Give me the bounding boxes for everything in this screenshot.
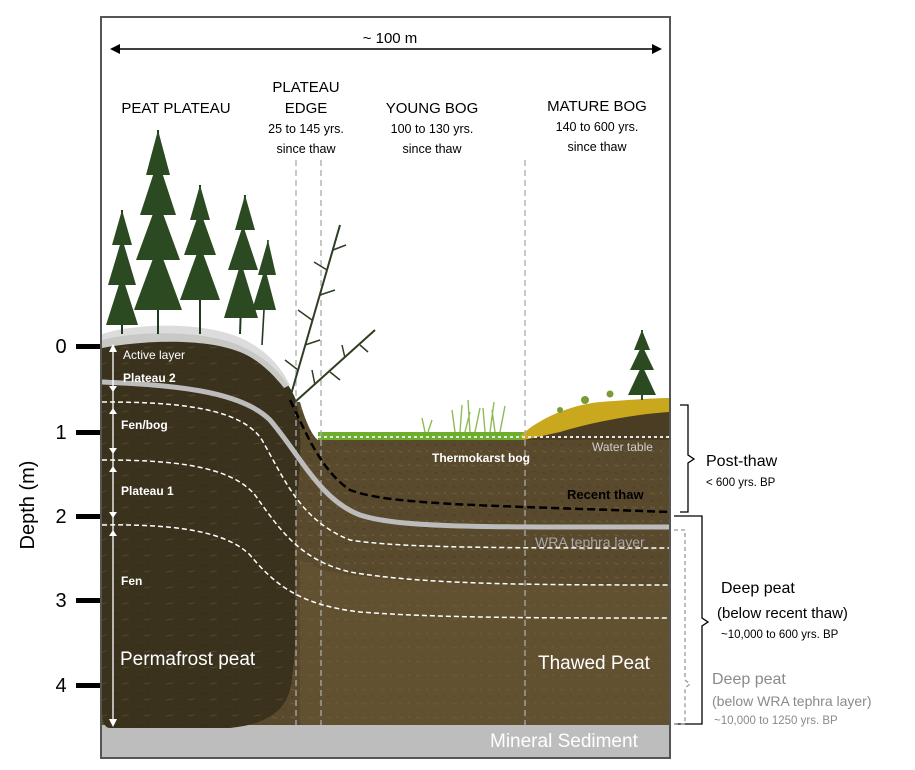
label-plateau-2: Plateau 2 [123,371,176,385]
label-thermokarst-bog: Thermokarst bog [432,451,530,465]
zone-sub-young-bog-1: 100 to 130 yrs. [391,122,474,136]
leaning-tree-branches [284,244,347,371]
spruce-tree [134,130,182,334]
label-active-layer: Active layer [123,348,185,362]
depth-tick [76,514,100,519]
depth-tick [76,430,100,435]
label-mineral-sediment: Mineral Sediment [490,731,639,752]
label-thawed-peat: Thawed Peat [538,653,651,674]
depth-tick-label-3: 3 [55,590,66,612]
spruce-trees-plateau [106,130,276,346]
label-permafrost-peat: Permafrost peat [120,649,256,670]
zone-sub-mature-bog-2: since thaw [567,140,627,154]
zone-title-mature-bog: MATURE BOG [547,98,647,115]
mature-bog-moss [520,398,669,440]
recent-thaw-line [288,399,670,514]
zone-title-young-bog: YOUNG BOG [386,100,479,117]
label-water-table: Water table [592,440,653,454]
bog-grasses [421,399,506,433]
mineral-sediment-layer [102,725,669,757]
note-deep-peat-tephra-title: Deep peat [712,671,786,688]
frost-cap [102,325,290,388]
depth-tick-label-0: 0 [55,336,66,358]
label-wra-tephra: WRA tephra layer [535,534,645,550]
permafrost-peat-texture [102,333,301,728]
deep-thawed-band [300,560,669,725]
wra-tephra-line [101,379,670,530]
note-deep-peat-recent-title: Deep peat [721,580,795,597]
zone-title-plateau-edge-1: PLATEAU [272,79,339,96]
note-deep-peat-tephra-title-2: (below WRA tephra layer) [712,693,872,709]
boundary-fen-top [101,524,670,619]
bracket-deep-peat-tephra [674,529,692,725]
leaning-tree-branches [311,344,369,386]
spruce-tree [180,185,220,334]
leaning-trees-edge [284,224,376,403]
depth-arrow [109,344,117,727]
label-plateau-1: Plateau 1 [121,484,174,498]
spruce-tree [224,194,258,335]
depth-tick-label-2: 2 [55,506,66,528]
bracket-deep-peat-recent [674,515,710,725]
spruce-tree [252,239,276,346]
zone-sub-young-bog-2: since thaw [402,142,462,156]
zone-title-peat-plateau: PEAT PLATEAU [121,100,230,117]
zone-sub-plateau-edge-2: since thaw [276,142,336,156]
depth-axis-label: Depth (m) [17,461,39,550]
depth-tick-label-4: 4 [55,675,66,697]
scale-label: ~ 100 m [363,30,418,47]
note-post-thaw-title: Post-thaw [706,453,778,470]
mature-bog-spruce [628,330,656,400]
zone-sub-plateau-edge-1: 25 to 145 yrs. [268,122,344,136]
leaning-tree [294,329,376,403]
bracket-post-thaw [680,404,696,513]
depth-tick [76,683,100,688]
depth-tick-label-1: 1 [55,422,66,444]
label-fen: Fen [121,574,142,588]
note-deep-peat-recent-title-2: (below recent thaw) [717,605,848,622]
depth-axis: 0 1 2 3 4 Depth (m) [17,336,100,697]
zone-sub-mature-bog-1: 140 to 600 yrs. [556,120,639,134]
note-deep-peat-tephra-sub: ~10,000 to 1250 yrs. BP [714,715,838,727]
leaning-tree [289,224,341,399]
note-deep-peat-recent-sub: ~10,000 to 600 yrs. BP [721,629,839,641]
depth-tick [76,598,100,603]
boundary-plateau1-top [101,459,670,586]
spruce-tree [106,210,138,334]
mature-bog-shrubs [557,390,614,413]
label-recent-thaw: Recent thaw [567,487,644,502]
label-fen-bog: Fen/bog [121,418,168,432]
scale-bar: ~ 100 m [110,30,662,54]
depth-tick [76,344,100,349]
zone-title-plateau-edge-2: EDGE [285,100,328,117]
boundary-fen-bog-top [101,401,670,549]
note-post-thaw-sub: < 600 yrs. BP [706,477,776,489]
